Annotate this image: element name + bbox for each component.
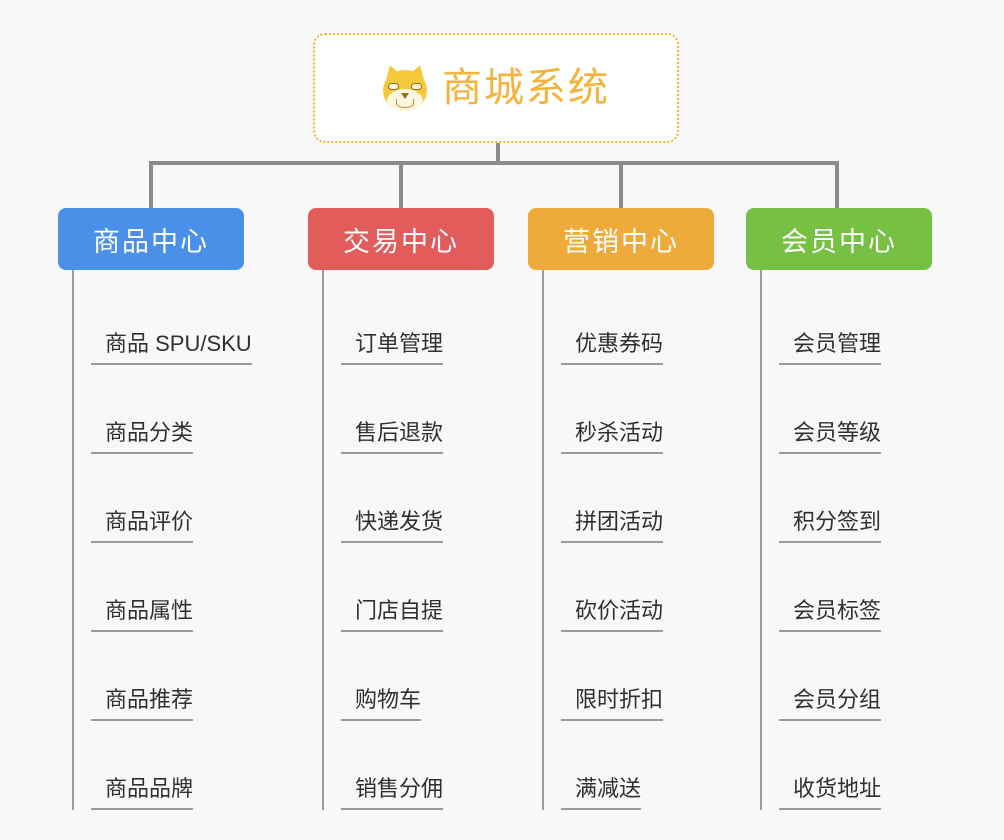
leaf-label: 订单管理 bbox=[341, 333, 444, 365]
list-item[interactable]: 砍价活动 bbox=[544, 543, 714, 632]
leaf-list-3: 会员管理 会员等级 积分签到 会员标签 会员分组 收货地址 bbox=[760, 270, 932, 810]
category-title: 商品中心 bbox=[93, 226, 209, 257]
list-item[interactable]: 会员管理 bbox=[762, 276, 932, 365]
category-header-2[interactable]: 营销中心 bbox=[528, 208, 714, 270]
root-node[interactable]: 商城系统 bbox=[313, 33, 679, 143]
list-item[interactable]: 销售分佣 bbox=[324, 721, 494, 810]
list-item[interactable]: 秒杀活动 bbox=[544, 365, 714, 454]
leaf-list-1: 订单管理 售后退款 快递发货 门店自提 购物车 销售分佣 bbox=[322, 270, 494, 810]
column-营销中心: 营销中心 优惠券码 秒杀活动 拼团活动 砍价活动 限时折扣 满减送 bbox=[528, 208, 714, 810]
category-title: 会员中心 bbox=[781, 226, 897, 257]
category-header-0[interactable]: 商品中心 bbox=[58, 208, 244, 270]
column-交易中心: 交易中心 订单管理 售后退款 快递发货 门店自提 购物车 销售分佣 bbox=[308, 208, 494, 810]
list-item[interactable]: 快递发货 bbox=[324, 454, 494, 543]
leaf-label: 会员管理 bbox=[779, 333, 882, 365]
leaf-label: 商品推荐 bbox=[91, 689, 194, 721]
list-item[interactable]: 售后退款 bbox=[324, 365, 494, 454]
list-item[interactable]: 积分签到 bbox=[762, 454, 932, 543]
leaf-label: 售后退款 bbox=[341, 422, 444, 454]
root-title: 商城系统 bbox=[442, 66, 610, 110]
leaf-label: 会员标签 bbox=[779, 600, 882, 632]
leaf-label: 门店自提 bbox=[341, 600, 444, 632]
connector-root-stem bbox=[496, 143, 500, 165]
category-header-1[interactable]: 交易中心 bbox=[308, 208, 494, 270]
leaf-label: 商品品牌 bbox=[91, 778, 194, 810]
leaf-label: 商品 SPU/SKU bbox=[91, 333, 252, 365]
leaf-label: 满减送 bbox=[561, 778, 642, 810]
list-item[interactable]: 商品评价 bbox=[74, 454, 244, 543]
leaf-label: 积分签到 bbox=[779, 511, 882, 543]
list-item[interactable]: 门店自提 bbox=[324, 543, 494, 632]
list-item[interactable]: 商品分类 bbox=[74, 365, 244, 454]
list-item[interactable]: 会员标签 bbox=[762, 543, 932, 632]
list-item[interactable]: 购物车 bbox=[324, 632, 494, 721]
leaf-label: 拼团活动 bbox=[561, 511, 664, 543]
leaf-label: 砍价活动 bbox=[561, 600, 664, 632]
list-item[interactable]: 商品 SPU/SKU bbox=[74, 276, 252, 365]
list-item[interactable]: 满减送 bbox=[544, 721, 714, 810]
category-title: 交易中心 bbox=[343, 226, 459, 257]
list-item[interactable]: 限时折扣 bbox=[544, 632, 714, 721]
leaf-label: 会员等级 bbox=[779, 422, 882, 454]
list-item[interactable]: 会员分组 bbox=[762, 632, 932, 721]
leaf-label: 优惠券码 bbox=[561, 333, 664, 365]
connector-drop-3 bbox=[619, 161, 623, 208]
leaf-list-0: 商品 SPU/SKU 商品分类 商品评价 商品属性 商品推荐 商品品牌 bbox=[72, 270, 252, 810]
leaf-label: 会员分组 bbox=[779, 689, 882, 721]
shiba-dog-face-icon bbox=[381, 62, 429, 111]
connector-drop-4 bbox=[835, 161, 839, 208]
column-会员中心: 会员中心 会员管理 会员等级 积分签到 会员标签 会员分组 收货地址 bbox=[746, 208, 932, 810]
connector-drop-1 bbox=[149, 161, 153, 208]
list-item[interactable]: 收货地址 bbox=[762, 721, 932, 810]
list-item[interactable]: 订单管理 bbox=[324, 276, 494, 365]
list-item[interactable]: 商品品牌 bbox=[74, 721, 244, 810]
leaf-label: 商品分类 bbox=[91, 422, 194, 454]
category-title: 营销中心 bbox=[563, 226, 679, 257]
leaf-label: 销售分佣 bbox=[341, 778, 444, 810]
leaf-label: 秒杀活动 bbox=[561, 422, 664, 454]
leaf-label: 快递发货 bbox=[341, 511, 444, 543]
list-item[interactable]: 优惠券码 bbox=[544, 276, 714, 365]
leaf-label: 商品评价 bbox=[91, 511, 194, 543]
column-商品中心: 商品中心 商品 SPU/SKU 商品分类 商品评价 商品属性 商品推荐 商品品牌 bbox=[58, 208, 252, 810]
list-item[interactable]: 商品推荐 bbox=[74, 632, 244, 721]
list-item[interactable]: 拼团活动 bbox=[544, 454, 714, 543]
connector-drop-2 bbox=[399, 161, 403, 208]
list-item[interactable]: 商品属性 bbox=[74, 543, 244, 632]
leaf-label: 购物车 bbox=[341, 689, 422, 721]
connector-horizontal-bus bbox=[149, 161, 839, 165]
category-header-3[interactable]: 会员中心 bbox=[746, 208, 932, 270]
leaf-label: 收货地址 bbox=[779, 778, 882, 810]
leaf-label: 限时折扣 bbox=[561, 689, 664, 721]
leaf-label: 商品属性 bbox=[91, 600, 194, 632]
list-item[interactable]: 会员等级 bbox=[762, 365, 932, 454]
leaf-list-2: 优惠券码 秒杀活动 拼团活动 砍价活动 限时折扣 满减送 bbox=[542, 270, 714, 810]
